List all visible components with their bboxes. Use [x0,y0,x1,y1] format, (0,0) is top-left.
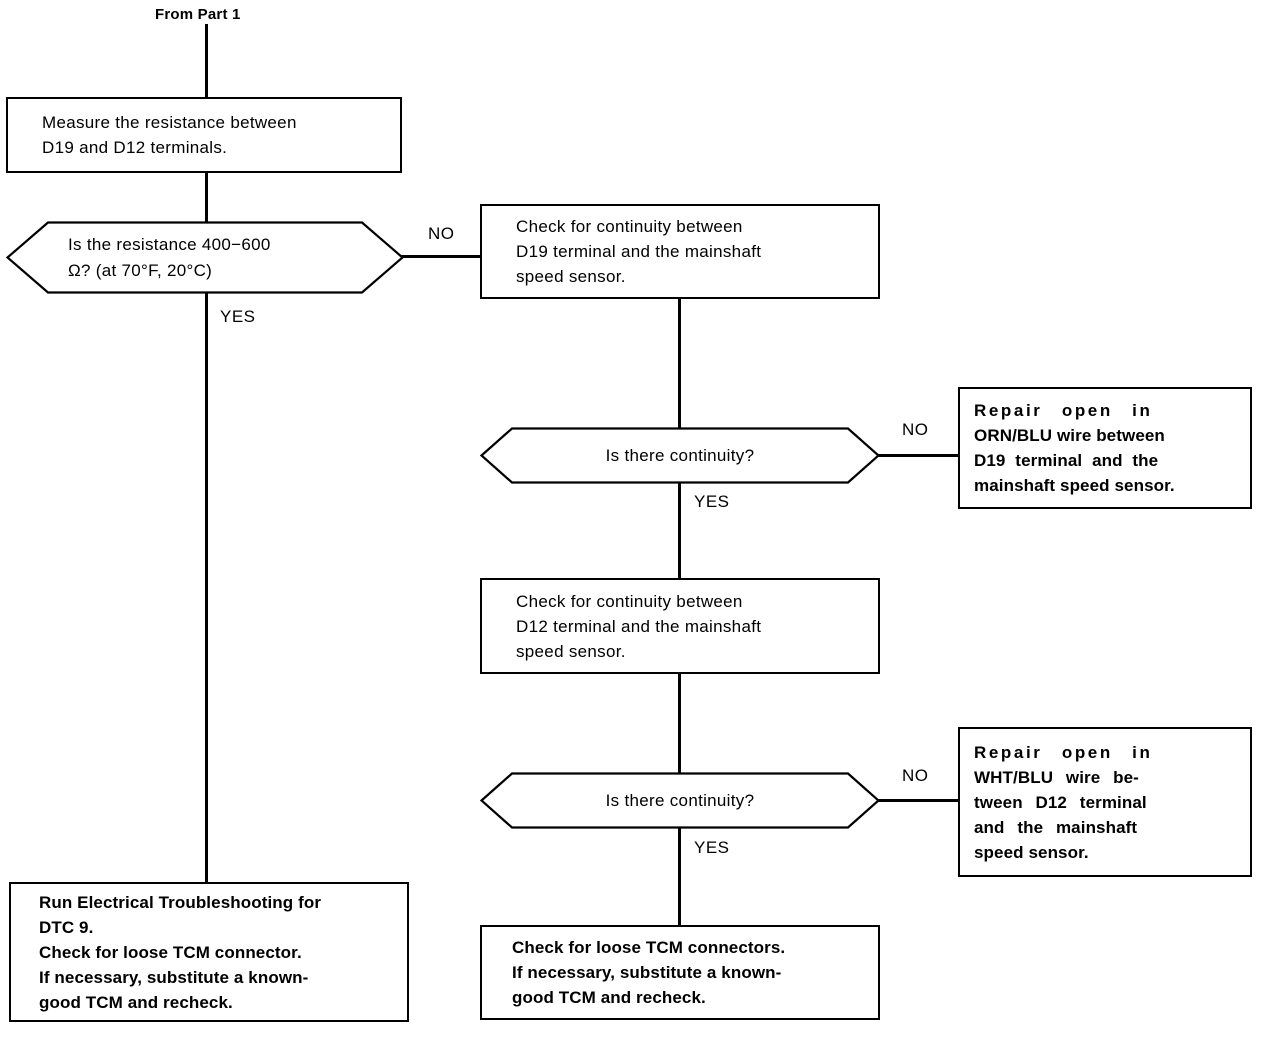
node-measure-resistance-line-2: D19 and D12 terminals. [42,138,228,157]
node-repair-orn-blu-line-4: mainshaft speed sensor. [974,476,1175,495]
connector-continuity-2-yes-to-check-tcm [678,827,681,927]
connector-measure-to-resistance-question [205,172,208,224]
node-repair-wht-blu-line-2: WHT/BLU wire be- [974,767,1139,787]
node-resistance-question-text: Is the resistance 400−600 Ω? (at 70°F, 2… [6,232,271,284]
connector-continuity-1-yes-to-check-d12 [678,482,681,580]
page-title: From Part 1 [155,6,241,23]
edge-label-no-continuity-1: NO [902,420,929,439]
node-run-electrical-troubleshooting-line-3: Check for loose TCM connector. [39,942,302,962]
node-continuity-question-1: Is there continuity? [480,427,880,484]
connector-continuity-1-no-to-repair-orn-blu [878,454,960,457]
node-repair-wht-blu-line-3: tween D12 terminal [974,792,1147,812]
node-repair-orn-blu-line-2: ORN/BLU wire between [974,426,1165,445]
node-check-tcm-connectors-line-1: Check for loose TCM connectors. [512,938,786,957]
connector-continuity-2-no-to-repair-wht-blu [878,799,960,802]
edge-label-yes-continuity-1: YES [694,492,730,511]
node-check-d12-line-3: speed sensor. [516,641,626,661]
node-repair-wht-blu: Repair open in WHT/BLU wire be- tween D1… [958,727,1252,877]
node-repair-orn-blu-line-1: Repair open in [974,401,1153,420]
node-run-electrical-troubleshooting-line-4: If necessary, substitute a known- [39,967,309,987]
node-repair-wht-blu-line-5: speed sensor. [974,842,1089,862]
node-run-electrical-troubleshooting-line-2: DTC 9. [39,917,94,937]
node-measure-resistance-line-1: Measure the resistance between [42,113,297,132]
node-repair-wht-blu-line-4: and the mainshaft [974,817,1138,837]
node-check-d12-line-1: Check for continuity between [516,591,743,611]
node-check-tcm-connectors-line-2: If necessary, substitute a known- [512,963,782,982]
node-repair-orn-blu-line-3: D19 terminal and the [974,451,1159,470]
node-check-d19-line-2: D19 terminal and the mainshaft [516,242,762,261]
node-run-electrical-troubleshooting-line-1: Run Electrical Troubleshooting for [39,892,322,912]
connector-title-to-measure [205,24,208,98]
node-run-electrical-troubleshooting: Run Electrical Troubleshooting for DTC 9… [9,882,409,1022]
node-check-d19-line-3: speed sensor. [516,267,626,286]
node-run-electrical-troubleshooting-line-5: good TCM and recheck. [39,992,233,1012]
edge-label-no-resistance: NO [428,224,455,243]
node-check-d12-line-2: D12 terminal and the mainshaft [516,616,762,636]
node-resistance-question: Is the resistance 400−600 Ω? (at 70°F, 2… [6,221,404,294]
edge-label-yes-continuity-2: YES [694,838,730,857]
edge-label-yes-resistance: YES [220,307,256,326]
node-continuity-question-2-text: Is there continuity? [605,790,755,810]
node-check-tcm-connectors-line-3: good TCM and recheck. [512,988,706,1007]
node-check-d19: Check for continuity between D19 termina… [480,204,880,299]
connector-check-d19-to-continuity-1 [678,298,681,429]
node-check-d19-line-1: Check for continuity between [516,217,743,236]
node-check-tcm-connectors: Check for loose TCM connectors. If neces… [480,925,880,1020]
edge-label-no-continuity-2: NO [902,766,929,785]
node-continuity-question-1-text: Is there continuity? [605,445,755,465]
connector-resistance-no-to-check-d19 [401,255,481,258]
node-check-d12: Check for continuity between D12 termina… [480,578,880,674]
node-repair-wht-blu-line-1: Repair open in [974,742,1153,762]
connector-resistance-yes-to-run-electrical [205,292,208,884]
node-measure-resistance: Measure the resistance between D19 and D… [6,97,402,173]
node-continuity-question-2: Is there continuity? [480,772,880,829]
node-resistance-question-line-2: Ω? (at 70°F, 20°C) [68,260,213,280]
node-repair-orn-blu: Repair open in ORN/BLU wire between D19 … [958,387,1252,509]
node-resistance-question-line-1: Is the resistance 400−600 [68,234,271,254]
connector-check-d12-to-continuity-2 [678,673,681,774]
